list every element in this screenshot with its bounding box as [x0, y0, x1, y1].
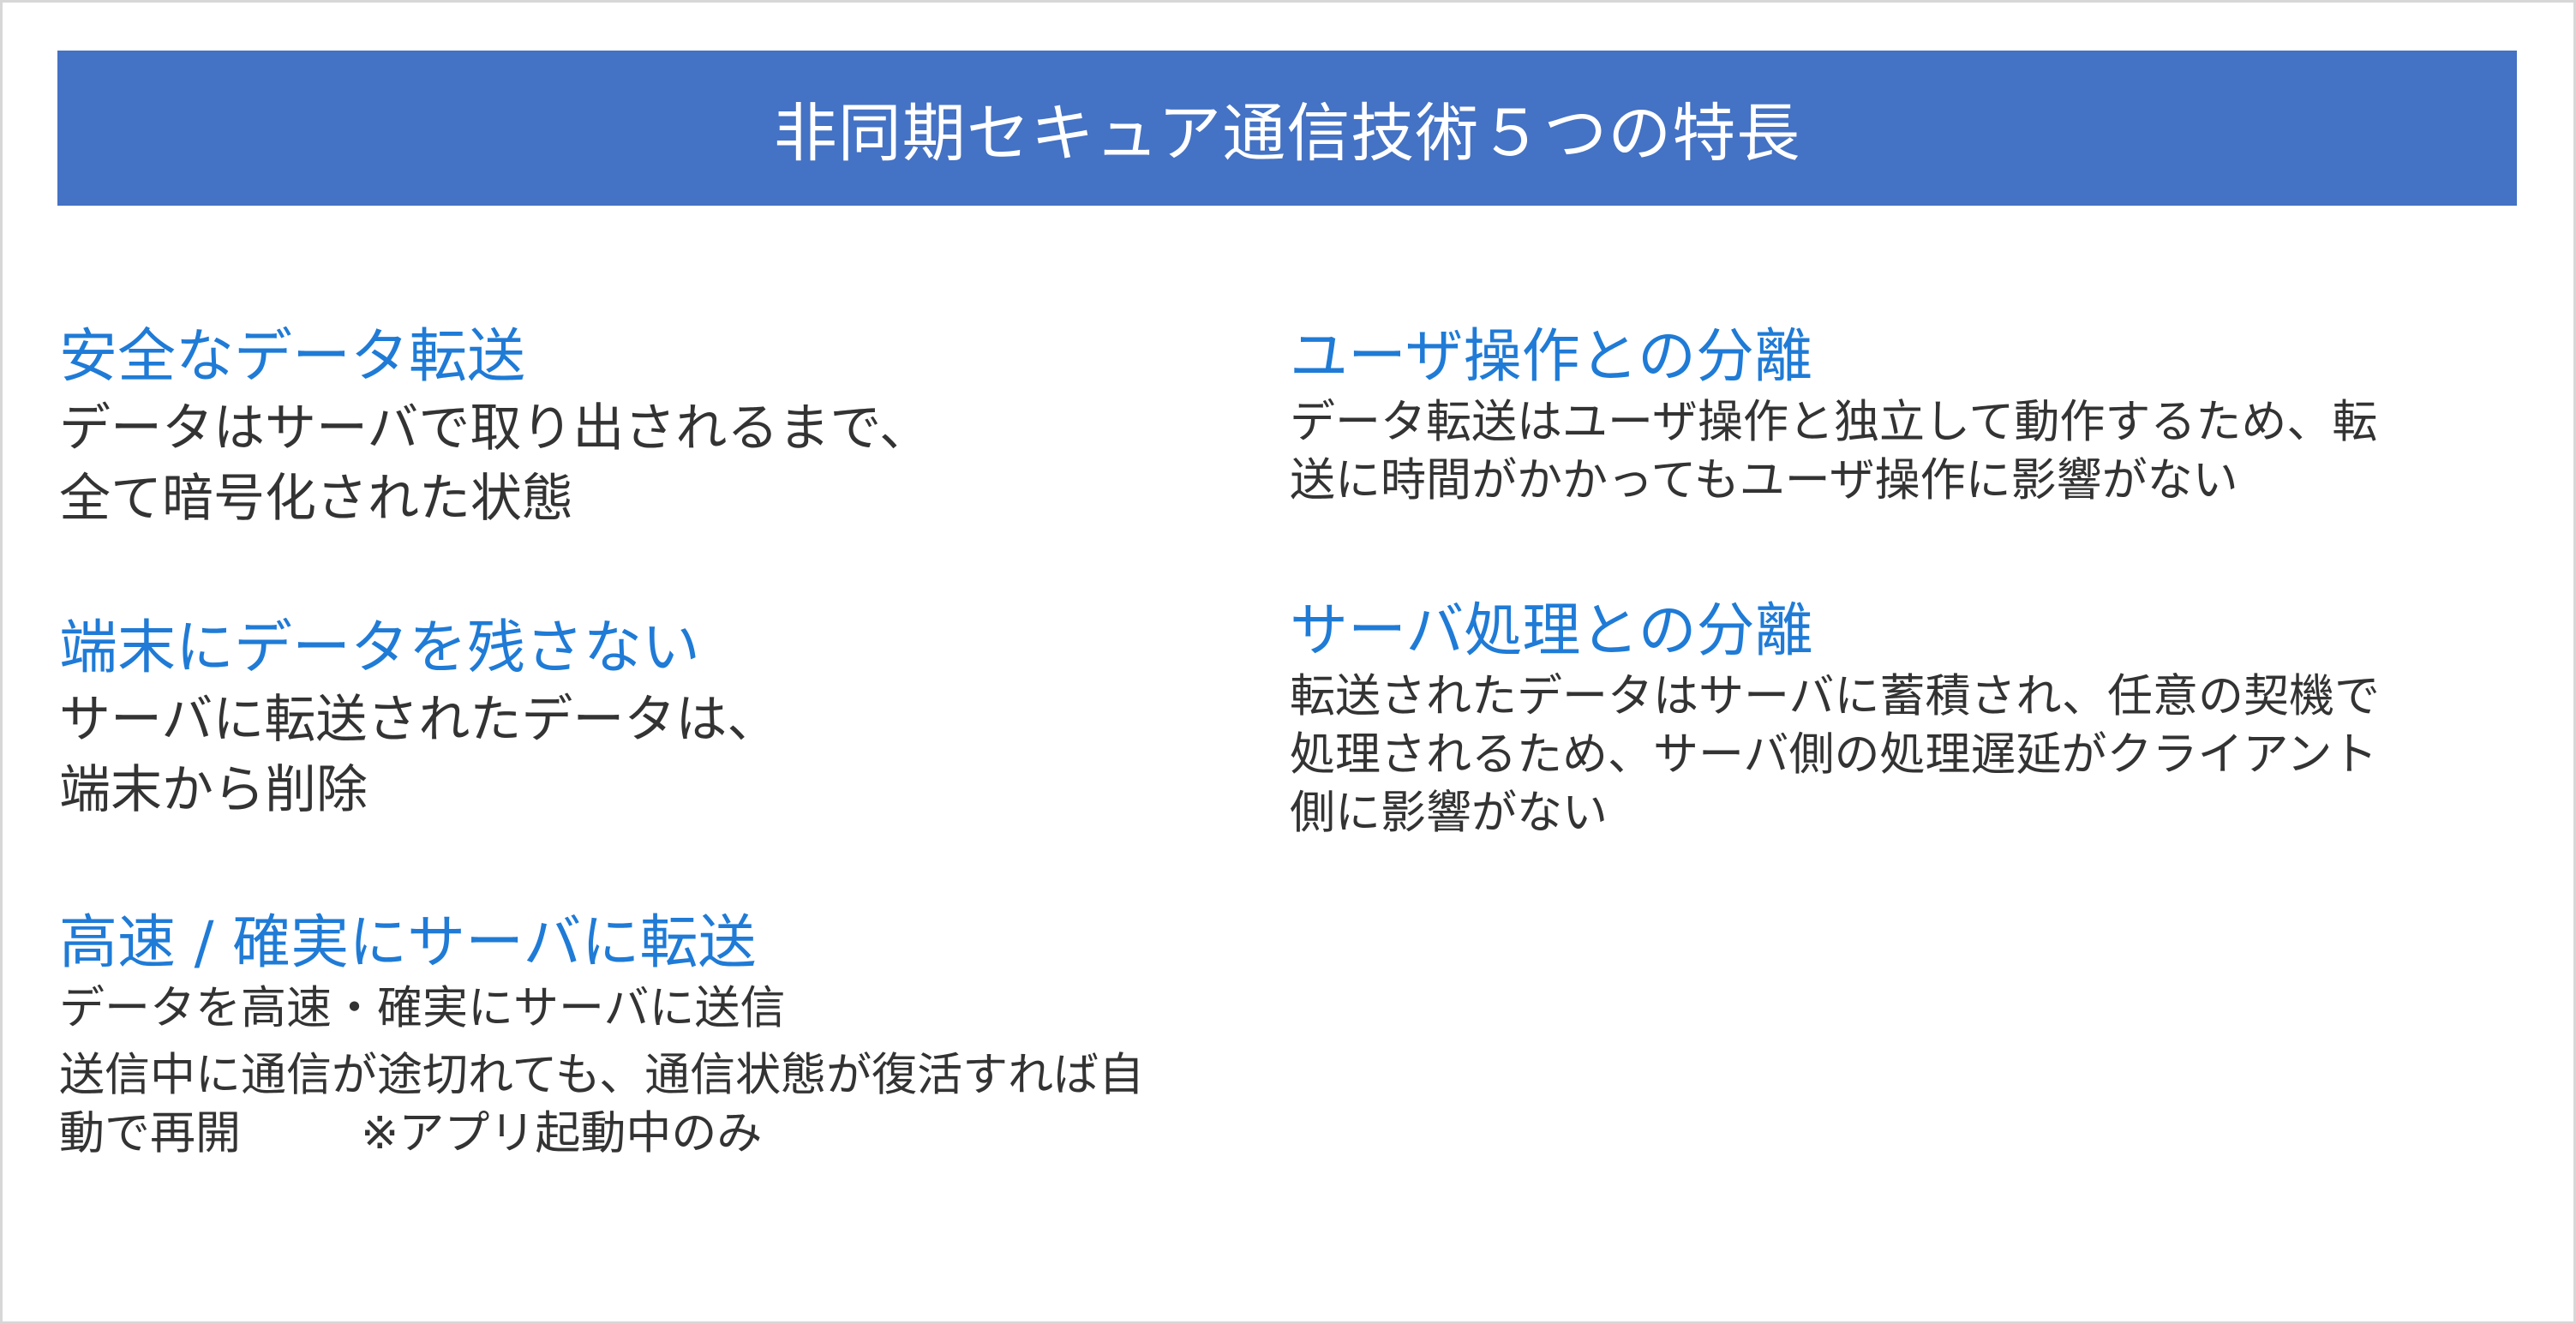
title-bar: 非同期セキュア通信技術５つの特長	[57, 51, 2517, 206]
feature-heading: 高速 / 確実にサーバに転送	[59, 909, 757, 977]
feature-no-data-on-device: 端末にデータを残さない サーバに転送されたデータは、 端末から削除	[59, 613, 1276, 825]
feature-secure-transfer: 安全なデータ転送 データはサーバで取り出されるまで、 全て暗号化された状態	[59, 321, 1276, 534]
feature-user-operation-separation: ユーザ操作との分離 データ転送はユーザ操作と独立して動作するため、転 送に時間が…	[1290, 321, 2524, 510]
feature-note: ※アプリ起動中のみ	[361, 1107, 763, 1159]
feature-description: データ転送はユーザ操作と独立して動作するため、転 送に時間がかかってもユーザ操作…	[1290, 396, 2378, 506]
feature-heading: ユーザ操作との分離	[1290, 323, 1812, 391]
feature-description: データはサーバで取り出されるまで、 全て暗号化された状態	[59, 398, 931, 529]
feature-heading: 端末にデータを残さない	[59, 614, 701, 682]
feature-server-processing-separation: サーバ処理との分離 転送されたデータはサーバに蓄積され、任意の契機で 処理される…	[1290, 596, 2524, 842]
feature-description: サーバに転送されたデータは、 端末から削除	[59, 690, 779, 820]
feature-description: データを高速・確実にサーバに送信	[59, 982, 786, 1034]
feature-heading: サーバ処理との分離	[1290, 597, 1813, 665]
feature-description: 転送されたデータはサーバに蓄積され、任意の契機で 処理されるため、サーバ側の処理…	[1290, 670, 2380, 839]
feature-heading: 安全なデータ転送	[59, 323, 526, 391]
slide-title: 非同期セキュア通信技術５つの特長	[773, 97, 1801, 171]
feature-description-text: 送信中に通信が途切れても、通信状態が復活すれば自 動で再開	[59, 1049, 1145, 1159]
feature-description-continued: 送信中に通信が途切れても、通信状態が復活すれば自 動で再開※アプリ起動中のみ	[59, 1046, 1293, 1163]
feature-fast-reliable-transfer: 高速 / 確実にサーバに転送 データを高速・確実にサーバに送信 送信中に通信が途…	[59, 908, 1293, 1163]
